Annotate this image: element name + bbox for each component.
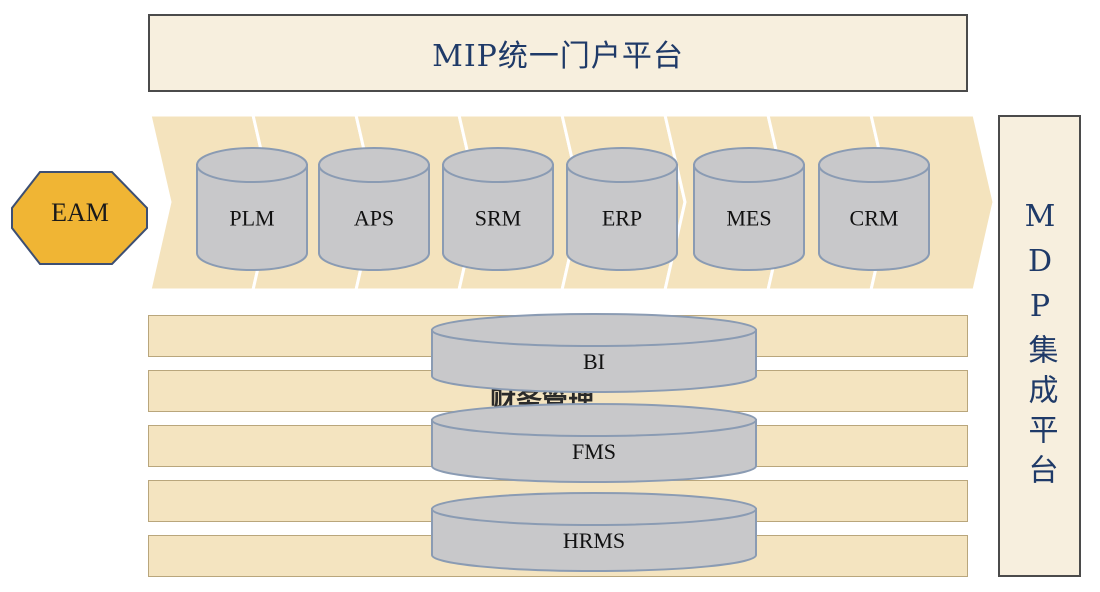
cylinder-body [442, 164, 554, 271]
bottom-systems: BI FMS HRMS [431, 313, 757, 572]
cylinder-label: CRM [850, 206, 899, 231]
cylinder-top [431, 492, 757, 526]
cylinder-label: APS [354, 206, 394, 231]
cylinder-label: BI [583, 349, 605, 374]
mdp-label: MDP集成平台 [1022, 198, 1058, 494]
cylinder-label: SRM [475, 206, 521, 231]
eam-node: EAM [11, 171, 148, 265]
cylinder-body [196, 164, 308, 271]
eam-octagon [11, 171, 148, 265]
system-cylinder: FMS [431, 403, 757, 483]
cylinder-top [196, 147, 308, 183]
cylinder-top [431, 313, 757, 347]
system-cylinder: CRM [818, 147, 930, 271]
cylinder-body [566, 164, 678, 271]
cylinder-label: PLM [229, 206, 274, 231]
cylinder-body [818, 164, 930, 271]
cylinder-body [693, 164, 805, 271]
cylinder-body [431, 508, 757, 572]
cylinder-top [818, 147, 930, 183]
system-cylinder: ERP [566, 147, 678, 271]
cylinder-top [693, 147, 805, 183]
cylinder-top [442, 147, 554, 183]
cylinder-label: HRMS [563, 528, 625, 553]
portal-box: MIP统一门户平台 [148, 14, 968, 92]
system-cylinder: HRMS [431, 492, 757, 572]
system-cylinder: APS [318, 147, 430, 271]
system-cylinder: BI [431, 313, 757, 393]
cylinder-top [566, 147, 678, 183]
system-cylinder: MES [693, 147, 805, 271]
system-cylinder: PLM [196, 147, 308, 271]
mdp-box: MDP集成平台 [998, 115, 1081, 577]
cylinder-body [431, 419, 757, 483]
system-cylinder: SRM [442, 147, 554, 271]
portal-label: MIP统一门户平台 [432, 39, 684, 74]
cylinder-top [318, 147, 430, 183]
cylinder-label: ERP [602, 206, 642, 231]
cylinder-top [431, 403, 757, 437]
cylinder-label: FMS [572, 439, 616, 464]
eam-label: EAM [51, 198, 109, 227]
cylinder-body [431, 329, 757, 393]
top-systems: PLM APS SRM ERP MES CRM [196, 147, 930, 271]
cylinder-label: MES [726, 206, 771, 231]
cylinder-body [318, 164, 430, 271]
